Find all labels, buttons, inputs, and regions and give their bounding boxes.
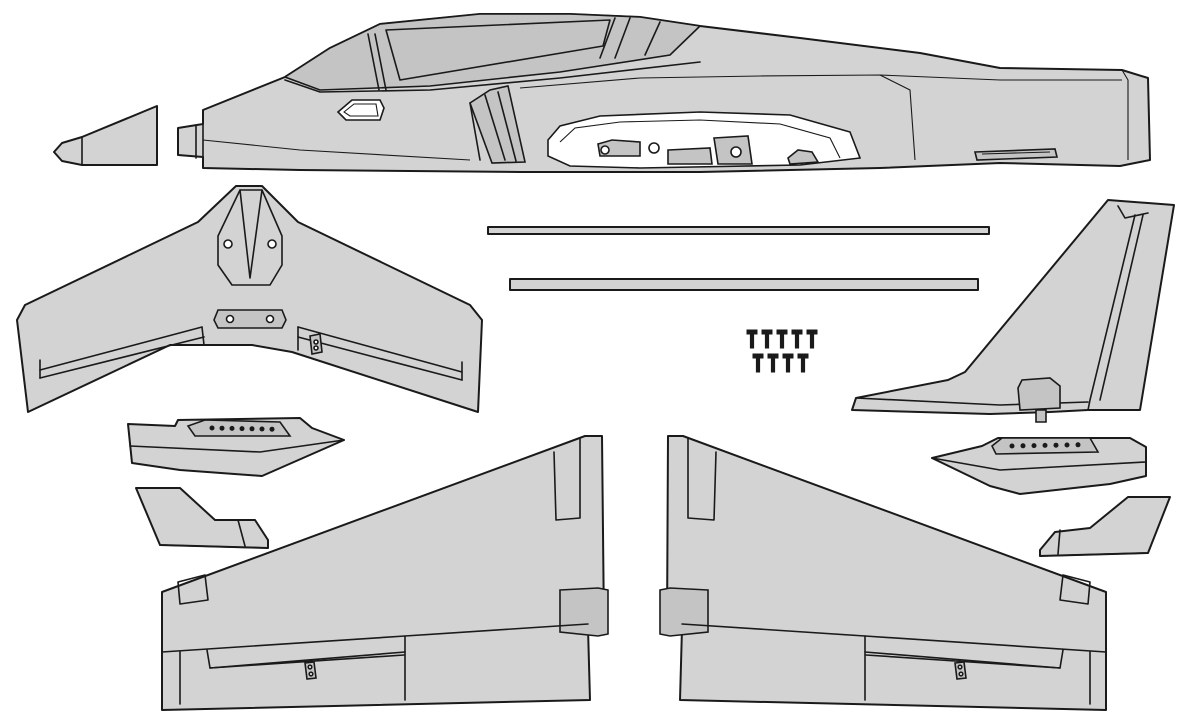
fuselage	[177, 13, 1151, 173]
mount-hole	[249, 426, 255, 432]
mount-hole	[1075, 442, 1081, 448]
mount-hole	[209, 425, 215, 431]
mount-hole	[219, 425, 225, 431]
pylon-left	[127, 417, 345, 477]
pylon-right	[931, 437, 1147, 495]
mount-hole	[1020, 443, 1026, 449]
screw	[761, 329, 773, 349]
screw	[797, 353, 809, 373]
mount-hole	[259, 426, 265, 432]
mount-hole	[1031, 443, 1037, 449]
screw	[746, 329, 758, 349]
screw	[806, 329, 818, 349]
screw	[767, 353, 779, 373]
screw	[752, 353, 764, 373]
mount-hole	[1064, 442, 1070, 448]
screw	[776, 329, 788, 349]
mount-hole	[269, 426, 275, 432]
mount-hole	[1042, 442, 1048, 448]
wing-left	[161, 435, 609, 711]
carbon-rod-long	[487, 226, 990, 235]
wing-right	[659, 435, 1107, 711]
screw	[791, 329, 803, 349]
nose-cone	[53, 105, 158, 166]
mount-hole	[1009, 443, 1015, 449]
screw-set	[746, 329, 818, 373]
mount-hole	[229, 425, 235, 431]
ventral-fin-right	[1039, 496, 1171, 557]
mount-hole	[239, 426, 245, 432]
screw	[782, 353, 794, 373]
mount-hole	[1053, 442, 1059, 448]
vertical-fin	[851, 199, 1175, 423]
ventral-fin-left	[135, 487, 269, 549]
carbon-rod-short	[509, 278, 979, 291]
horizontal-stabilizer	[16, 185, 483, 413]
